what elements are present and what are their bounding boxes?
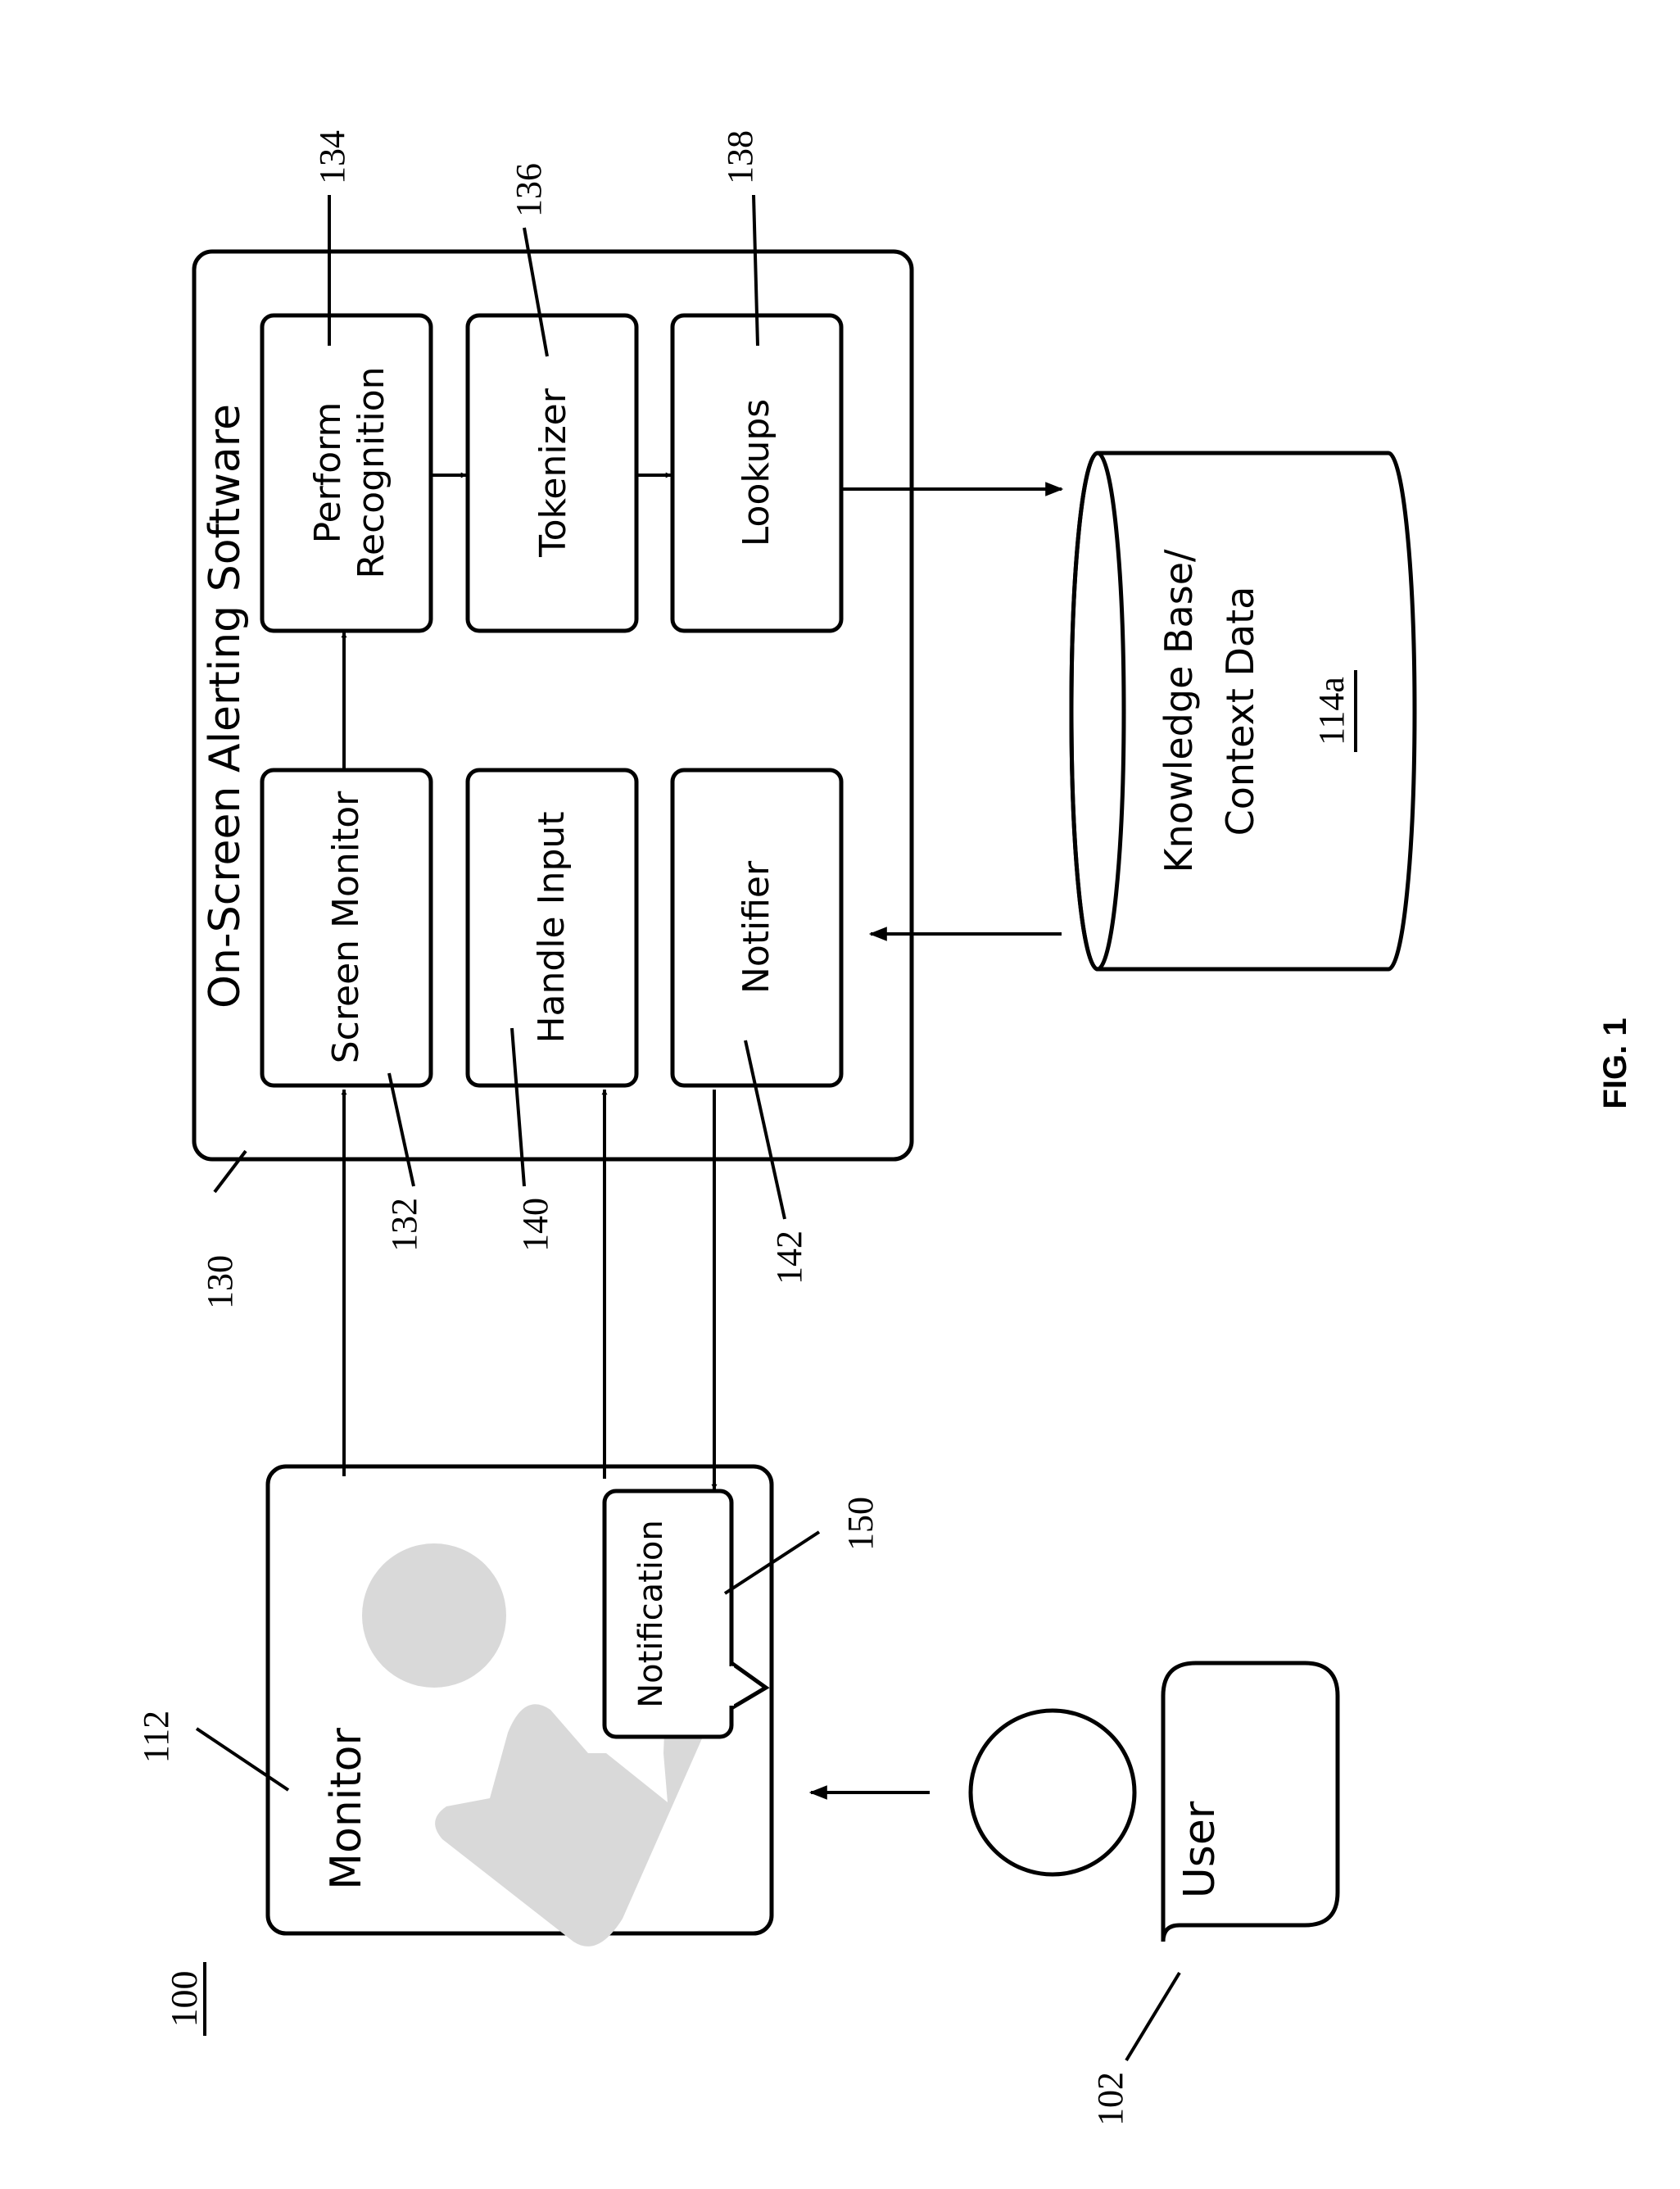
database-label-2: Context Data [1218, 587, 1262, 836]
system-ref: 100 [163, 1962, 205, 2036]
tokenizer-label: Tokenizer [532, 387, 574, 558]
notification-ref: 150 [840, 1497, 881, 1551]
handle-input-module: Handle Input 140 [468, 770, 636, 1252]
handle-input-label: Handle Input [531, 811, 573, 1043]
screen-monitor-label: Screen Monitor [325, 791, 367, 1063]
screen-monitor-ref: 132 [384, 1198, 424, 1252]
user-label: User [1175, 1801, 1225, 1898]
monitor-label: Monitor [322, 1728, 371, 1890]
handle-input-ref: 140 [515, 1198, 555, 1252]
monitor-ref: 112 [136, 1711, 176, 1763]
notifier-module: Notifier 142 [672, 770, 841, 1285]
notifier-ref: 142 [769, 1230, 809, 1285]
perform-recognition-label-2: Recognition [351, 366, 392, 578]
lookups-module: Lookups 138 [672, 130, 841, 631]
database-ref: 114a [1311, 677, 1352, 746]
tokenizer-module: Tokenizer 136 [468, 163, 636, 631]
lookups-label: Lookups [736, 399, 777, 546]
perform-recognition-label-1: Perform [307, 402, 349, 544]
notification-label: Notification [632, 1520, 670, 1708]
user-figure: User 102 [971, 1663, 1338, 2126]
database-label-1: Knowledge Base/ [1157, 549, 1201, 873]
user-head [971, 1711, 1134, 1874]
notifier-label: Notifier [736, 860, 777, 994]
software-title: On-Screen Alerting Software [201, 404, 250, 1008]
screen-monitor-module: Screen Monitor 132 [262, 770, 431, 1252]
software-ref: 130 [200, 1255, 240, 1309]
image-placeholder-sun [362, 1543, 506, 1688]
user-ref: 102 [1090, 2072, 1130, 2126]
monitor-device: Notification 150 Monitor 112 [136, 1466, 881, 1947]
perform-recognition-ref: 134 [312, 130, 352, 184]
perform-recognition-module: Perform Recognition 134 [262, 130, 431, 631]
knowledge-base-database: Knowledge Base/ Context Data 114a [1071, 453, 1415, 969]
system-ref-number: 100 [163, 1971, 205, 2028]
lookups-ref: 138 [720, 130, 760, 184]
figure-label: FIG. 1 [1597, 1017, 1633, 1108]
tokenizer-ref: 136 [509, 163, 549, 217]
